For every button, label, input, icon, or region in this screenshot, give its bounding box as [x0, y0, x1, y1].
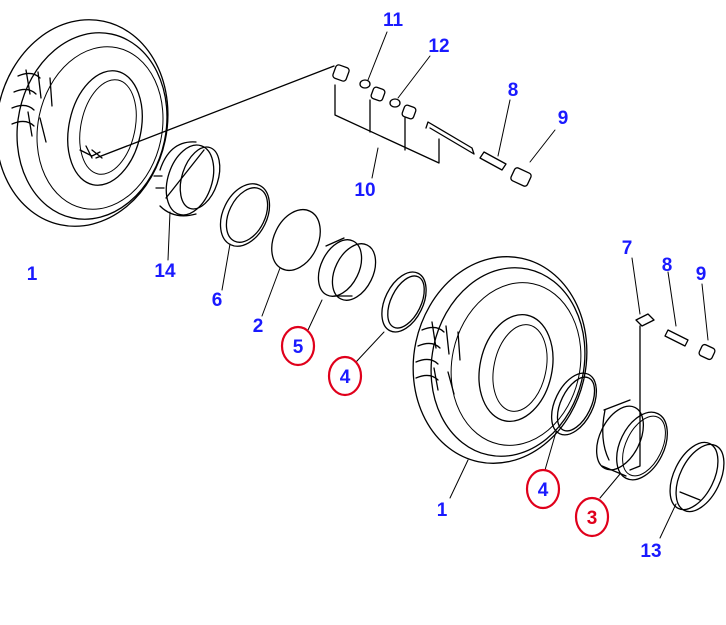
label-valve-cap-top: 9	[558, 108, 569, 129]
label-ring-left: 6	[212, 290, 223, 311]
label-tire-left: 1	[27, 264, 38, 285]
valve-right-drawing	[629, 257, 716, 471]
tire-right-drawing	[412, 256, 588, 499]
label-valve-nut: 11	[383, 10, 404, 31]
label-ring-center: 4	[340, 367, 351, 388]
highlight-circle-4-right	[525, 468, 561, 510]
highlight-circles	[280, 325, 610, 538]
label-valve-right: 7	[622, 238, 633, 259]
ring-right-drawing	[544, 372, 598, 471]
seal-plate-drawing	[261, 209, 321, 317]
tire-left-drawing	[0, 19, 169, 227]
label-rim-left: 14	[154, 261, 176, 282]
label-valve-washer: 12	[428, 36, 449, 57]
label-flange-right: 3	[587, 508, 598, 529]
ring-left-drawing	[219, 183, 271, 291]
label-ring-right: 4	[538, 480, 549, 501]
highlight-circle-5	[280, 325, 316, 367]
part-labels: 1 1 2 3 4 4 5 6 7 8 8 9 9 10 11 12 13 14	[27, 10, 707, 562]
label-valve-stem-top: 8	[508, 80, 519, 101]
label-spacer-center: 5	[293, 337, 304, 358]
highlight-circle-4-center	[327, 355, 363, 397]
label-valve-stem-right: 8	[662, 255, 673, 276]
rim-left-drawing	[153, 141, 221, 261]
ring-center-drawing	[355, 271, 427, 363]
label-seal-plate: 2	[253, 316, 264, 337]
label-valve-kit: 10	[354, 180, 375, 201]
label-valve-cap-right: 9	[696, 264, 707, 285]
label-tire-right: 1	[437, 500, 448, 521]
label-lock-ring: 13	[640, 541, 661, 562]
lock-ring-drawing	[659, 441, 725, 539]
valve-kit-drawing	[95, 31, 556, 187]
flange-right-drawing	[595, 399, 668, 499]
highlight-circle-3	[574, 496, 610, 538]
spacer-center-drawing	[307, 237, 377, 331]
